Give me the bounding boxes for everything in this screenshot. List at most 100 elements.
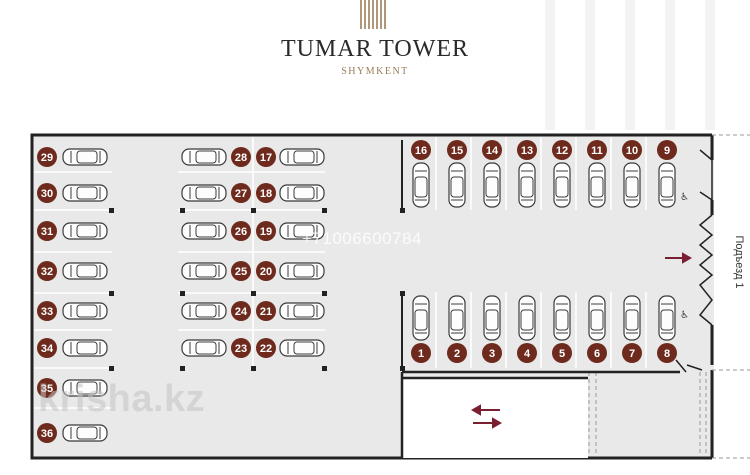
lot-separators xyxy=(34,137,647,409)
parking-spot-badge: 1 xyxy=(411,343,431,363)
spot-number: 3 xyxy=(489,348,495,360)
spot-number: 11 xyxy=(591,145,603,157)
car-icon xyxy=(279,148,325,166)
parking-spot-badge: 35 xyxy=(37,378,57,398)
spot-number: 13 xyxy=(521,145,533,157)
spot-number: 34 xyxy=(41,343,54,355)
parking-spot-badge: 31 xyxy=(37,221,57,241)
car-icon xyxy=(279,302,325,320)
car-icon xyxy=(181,148,227,166)
spot-number: 18 xyxy=(260,188,272,200)
parking-spot-badge: 25 xyxy=(231,261,251,281)
entrance-label: Подъезд 1 xyxy=(733,235,745,289)
ramp-area xyxy=(402,378,588,458)
ramp-walls xyxy=(400,370,680,458)
parking-spot-badge: 8 xyxy=(657,343,677,363)
car-icon xyxy=(181,339,227,357)
spot-number: 35 xyxy=(41,383,53,395)
parking-spot-badge: 34 xyxy=(37,338,57,358)
spot-number: 30 xyxy=(41,188,53,200)
parking-spot-badge: 24 xyxy=(231,301,251,321)
spot-number: 36 xyxy=(41,428,53,440)
brand-subtitle: Shymkent xyxy=(341,66,409,77)
car-icon xyxy=(448,162,466,208)
spot-number: 24 xyxy=(235,306,248,318)
parking-spot-badge: 6 xyxy=(587,343,607,363)
parking-spot-badge: 23 xyxy=(231,338,251,358)
spot-number: 33 xyxy=(41,306,53,318)
spot-number: 19 xyxy=(260,226,272,238)
spot-number: 20 xyxy=(260,266,272,278)
parking-spot-badge: 17 xyxy=(256,147,276,167)
spot-number: 27 xyxy=(235,188,247,200)
car-icon xyxy=(279,339,325,357)
parking-spot-badge: 7 xyxy=(622,343,642,363)
spot-number: 22 xyxy=(260,343,272,355)
parking-spot-badge: 4 xyxy=(517,343,537,363)
car-icon xyxy=(181,222,227,240)
car-icon xyxy=(518,162,536,208)
spot-number: 21 xyxy=(260,306,272,318)
spot-number: 25 xyxy=(235,266,247,278)
parking-spot-badge: 2 xyxy=(447,343,467,363)
phone-overlay: +71006600784 xyxy=(302,229,422,248)
spot-number: 32 xyxy=(41,266,53,278)
spot-number: 2 xyxy=(454,348,460,360)
parking-spot-badge: 22 xyxy=(256,338,276,358)
parking-spot-badge: 29 xyxy=(37,147,57,167)
spot-number: 5 xyxy=(559,348,565,360)
parking-spot-badge: 21 xyxy=(256,301,276,321)
spot-number: 7 xyxy=(629,348,635,360)
parking-spot-badge: 20 xyxy=(256,261,276,281)
parking-spot-badge: 16 xyxy=(411,140,431,160)
spot-number: 28 xyxy=(235,152,247,164)
parking-spot-badge: 3 xyxy=(482,343,502,363)
spot-number: 17 xyxy=(260,152,272,164)
background-stripes xyxy=(545,0,715,130)
parking-spot-badge: 26 xyxy=(231,221,251,241)
entrance-wall xyxy=(698,214,714,326)
car-icon xyxy=(483,162,501,208)
spot-number: 8 xyxy=(664,348,670,360)
car-icon xyxy=(448,295,466,341)
spot-number: 16 xyxy=(415,145,427,157)
car-icon xyxy=(181,302,227,320)
entrance-wall-ticks xyxy=(675,149,713,373)
parking-spot-badge: 30 xyxy=(37,183,57,203)
dashed-guides xyxy=(588,134,750,459)
parking-spot-badge: 9 xyxy=(657,140,677,160)
car-icon xyxy=(623,162,641,208)
parking-spot-badge: 27 xyxy=(231,183,251,203)
spot-number: 31 xyxy=(41,226,53,238)
spot-number: 29 xyxy=(41,152,53,164)
wheelchair-icon: ♿ xyxy=(680,192,689,203)
car-icon xyxy=(483,295,501,341)
spot-number: 12 xyxy=(556,145,568,157)
watermark: krisha.kz xyxy=(38,378,206,420)
spot-number: 6 xyxy=(594,348,600,360)
two-way-arrow xyxy=(470,404,503,429)
parking-spot-badge: 12 xyxy=(552,140,572,160)
tower-logo-icon xyxy=(360,0,386,29)
brand-title: Tumar Tower xyxy=(280,36,470,62)
car-icon xyxy=(279,184,325,202)
car-icon xyxy=(62,148,108,166)
parking-spot-badge: 10 xyxy=(622,140,642,160)
parking-spot-badge: 33 xyxy=(37,301,57,321)
spot-number: 10 xyxy=(626,145,638,157)
spot-number: 26 xyxy=(235,226,247,238)
spot-number: 23 xyxy=(235,343,247,355)
parking-spot-badge: 13 xyxy=(517,140,537,160)
parking-spot-badge: 28 xyxy=(231,147,251,167)
parking-spot-badge: 19 xyxy=(256,221,276,241)
car-icon xyxy=(62,262,108,280)
car-icon xyxy=(62,184,108,202)
car-icon xyxy=(658,295,676,341)
parking-spot-badge: 11 xyxy=(587,140,607,160)
spot-number: 1 xyxy=(418,348,424,360)
car-icon xyxy=(181,184,227,202)
parking-spot-badge: 32 xyxy=(37,261,57,281)
direction-arrow xyxy=(665,252,693,264)
